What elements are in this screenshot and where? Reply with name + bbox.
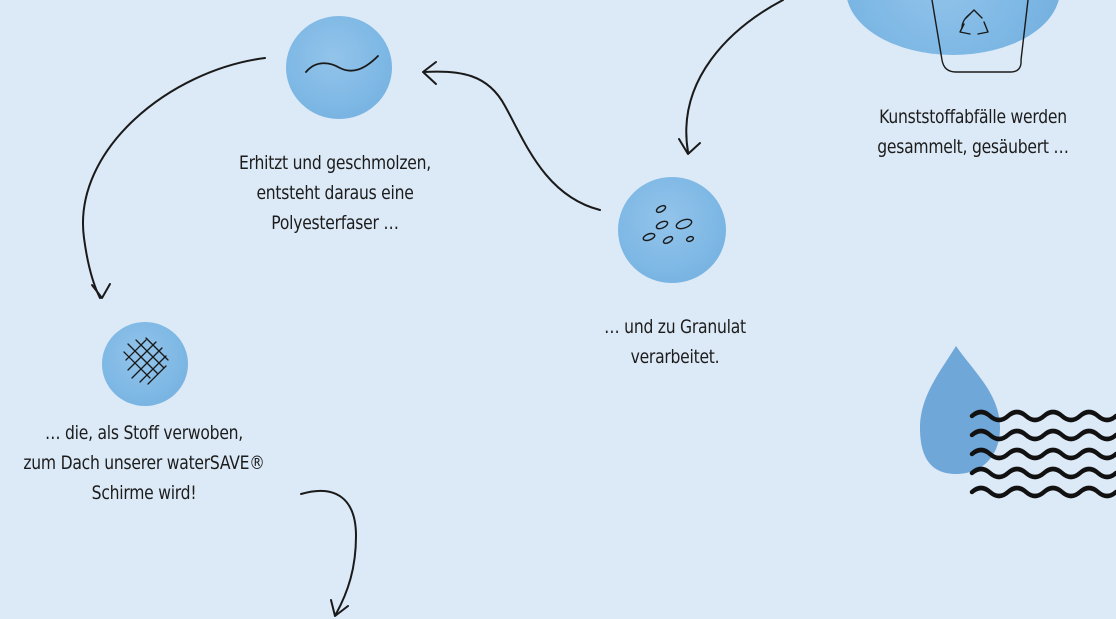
granulate-blob xyxy=(618,177,726,283)
caption-granulate: … und zu Granulat verarbeitet. xyxy=(581,312,770,372)
caption-weave-line-2: zum Dach unserer waterSAVE® xyxy=(23,452,265,474)
arrow-fiber-to-fabric xyxy=(82,57,266,299)
waves-icon xyxy=(969,409,1116,499)
caption-melt-line-2: entsteht daraus eine xyxy=(256,182,414,204)
arrow-granulate-to-fiber xyxy=(423,70,601,211)
caption-melt: Erhitzt und geschmolzen, entsteht daraus… xyxy=(208,148,462,238)
caption-collect: Kunststoffabfälle werden gesammelt, gesä… xyxy=(848,102,1099,162)
caption-granulate-line-1: … und zu Granulat xyxy=(604,316,746,338)
arrow-fiber-to-fabric-head xyxy=(91,283,111,299)
caption-melt-line-1: Erhitzt und geschmolzen, xyxy=(239,152,431,174)
fiber-wave-icon xyxy=(305,55,379,73)
caption-collect-line-2: gesammelt, gesäubert … xyxy=(877,136,1069,158)
caption-weave-line-1: … die, als Stoff verwoben, xyxy=(44,422,244,444)
granulate-icon xyxy=(642,204,695,245)
caption-granulate-line-2: verarbeitet. xyxy=(630,346,720,368)
flow-arrows xyxy=(82,0,784,617)
arrow-weave-to-next xyxy=(300,489,357,615)
caption-weave: … die, als Stoff verwoben, zum Dach unse… xyxy=(1,418,286,508)
recycle-bottle-icon xyxy=(931,0,1029,73)
arrow-collect-to-granulate xyxy=(685,0,784,153)
arrow-weave-to-next-head xyxy=(330,599,349,617)
caption-melt-line-3: Polyesterfaser … xyxy=(271,212,399,234)
arrow-granulate-to-fiber-head xyxy=(422,61,437,85)
caption-collect-line-1: Kunststoffabfälle werden xyxy=(879,106,1067,128)
water-drop-icon xyxy=(920,346,1000,474)
caption-weave-line-3: Schirme wird! xyxy=(91,482,197,504)
arrow-collect-to-granulate-head xyxy=(678,138,701,155)
fabric-blob xyxy=(102,322,188,406)
fabric-mesh-icon xyxy=(123,337,169,385)
